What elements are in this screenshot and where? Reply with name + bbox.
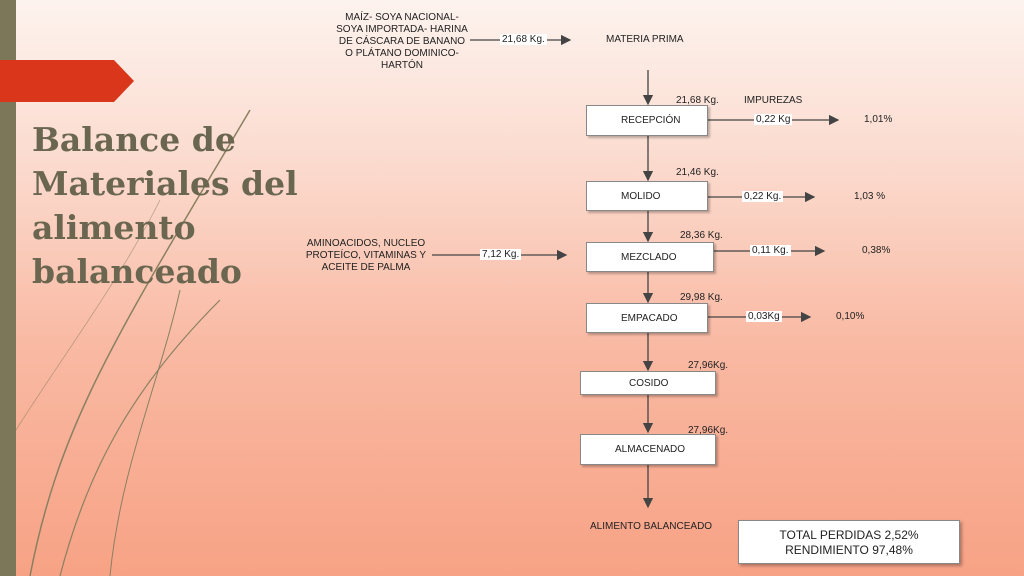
total-yield: RENDIMIENTO 97,48% bbox=[785, 543, 913, 557]
step-input-qty: 21,46 Kg. bbox=[676, 167, 719, 178]
loss-qty: 0,22 Kg bbox=[754, 114, 793, 125]
process-label: COSIDO bbox=[629, 377, 669, 389]
additives-qty: 7,12 Kg. bbox=[480, 249, 522, 260]
loss-pct: 0,38% bbox=[862, 245, 891, 256]
process-label: EMPACADO bbox=[621, 312, 678, 324]
step-input-qty: 28,36 Kg. bbox=[680, 230, 723, 241]
loss-pct: 1,01% bbox=[864, 114, 893, 125]
process-box-cosido: COSIDO bbox=[580, 371, 716, 395]
raw-materials-text: MAÍZ- SOYA NACIONAL- SOYA IMPORTADA- HAR… bbox=[336, 12, 468, 71]
totals-box: TOTAL PERDIDAS 2,52% RENDIMIENTO 97,48% bbox=[738, 520, 960, 564]
loss-pct: 0,10% bbox=[836, 311, 865, 322]
output-label: ALIMENTO BALANCEADO bbox=[590, 521, 713, 532]
slide-title: Balance de Materiales del alimento balan… bbox=[32, 120, 298, 291]
process-label: RECEPCIÓN bbox=[621, 115, 681, 126]
process-box-recepcion: RECEPCIÓN bbox=[586, 105, 708, 136]
decorative-curves bbox=[15, 109, 251, 576]
raw-materials-qty: 21,68 Kg. bbox=[500, 34, 547, 45]
process-box-mezclado: MEZCLADO bbox=[586, 242, 714, 272]
raw-materials-label: MATERIA PRIMA bbox=[606, 34, 684, 45]
step-input-qty: 27,96Kg. bbox=[688, 360, 729, 371]
process-label: MOLIDO bbox=[621, 190, 661, 202]
step-input-qty: 27,96Kg. bbox=[688, 425, 729, 436]
loss-qty: 0,11 Kg. bbox=[750, 245, 791, 256]
total-losses: TOTAL PERDIDAS 2,52% bbox=[779, 528, 919, 542]
loss-qty: 0,22 Kg. bbox=[742, 191, 784, 202]
loss-qty: 0,03Kg bbox=[746, 311, 782, 322]
additives-text: AMINOACIDOS, NUCLEO PROTEÍCO, VITAMINAS … bbox=[305, 238, 427, 273]
step-input-qty: 29,98 Kg. bbox=[680, 292, 723, 303]
step-input-qty: 21,68 Kg. bbox=[676, 95, 719, 106]
red-accent-tab bbox=[0, 60, 134, 102]
left-accent-bar bbox=[0, 0, 16, 576]
process-box-almacenado: ALMACENADO bbox=[580, 434, 716, 465]
process-box-molido: MOLIDO bbox=[586, 181, 708, 211]
loss-pct: 1,03 % bbox=[854, 191, 886, 202]
process-label: ALMACENADO bbox=[615, 444, 686, 455]
process-label: MEZCLADO bbox=[621, 251, 677, 263]
impurities-header: IMPUREZAS bbox=[744, 95, 803, 106]
process-box-empacado: EMPACADO bbox=[586, 303, 708, 333]
